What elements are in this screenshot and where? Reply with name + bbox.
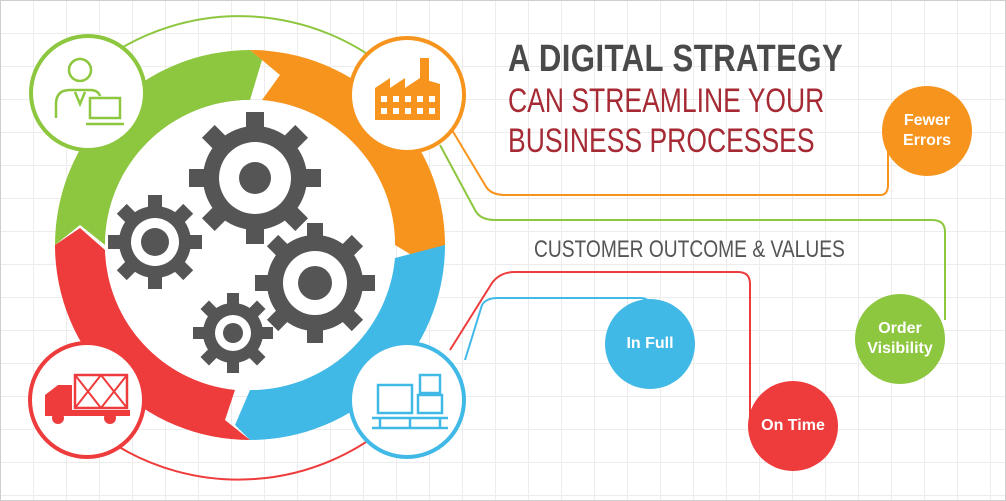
- title-line-1: A DIGITAL STRATEGY: [508, 38, 844, 80]
- outcome-fewer-errors: Fewer Errors: [882, 86, 972, 176]
- circle-delivery: [28, 341, 146, 459]
- outcome-on-time: On Time: [748, 381, 838, 471]
- outcome-order-visibility: Order Visibility: [855, 294, 945, 384]
- process-ring: [55, 50, 445, 440]
- ring-segment-blue: [235, 245, 445, 440]
- delivery-truck-icon: [45, 373, 130, 424]
- customer-outcome-subtitle: CUSTOMER OUTCOME & VALUES: [534, 236, 845, 263]
- ring-segment-red: [55, 228, 250, 440]
- businessman-computer-icon: [54, 57, 124, 126]
- outcome-label: Fewer Errors: [902, 112, 952, 149]
- packages-pallet-icon: [372, 373, 448, 430]
- outcome-label: Order Visibility: [867, 320, 933, 357]
- title-line-3: BUSINESS PROCESSES: [508, 122, 815, 160]
- gears-icon: [108, 112, 375, 373]
- connector-order-visibility: [439, 144, 946, 320]
- factory-icon: [375, 58, 440, 120]
- outcome-label: In Full: [626, 335, 674, 352]
- connector-arc-top: [99, 15, 396, 76]
- connector-arc-bottom: [107, 419, 396, 481]
- circle-factory: [348, 36, 466, 154]
- circle-packaging: [348, 341, 466, 459]
- ring-segment-green: [55, 50, 262, 245]
- outcome-in-full: In Full: [605, 299, 695, 389]
- connector-fewer-errors: [451, 129, 889, 196]
- connector-on-time: [449, 271, 751, 420]
- title-line-2: CAN STREAMLINE YOUR: [508, 82, 825, 120]
- outcome-label: On Time: [761, 417, 825, 434]
- ring-segment-orange: [250, 50, 445, 260]
- circle-customer: [29, 34, 147, 152]
